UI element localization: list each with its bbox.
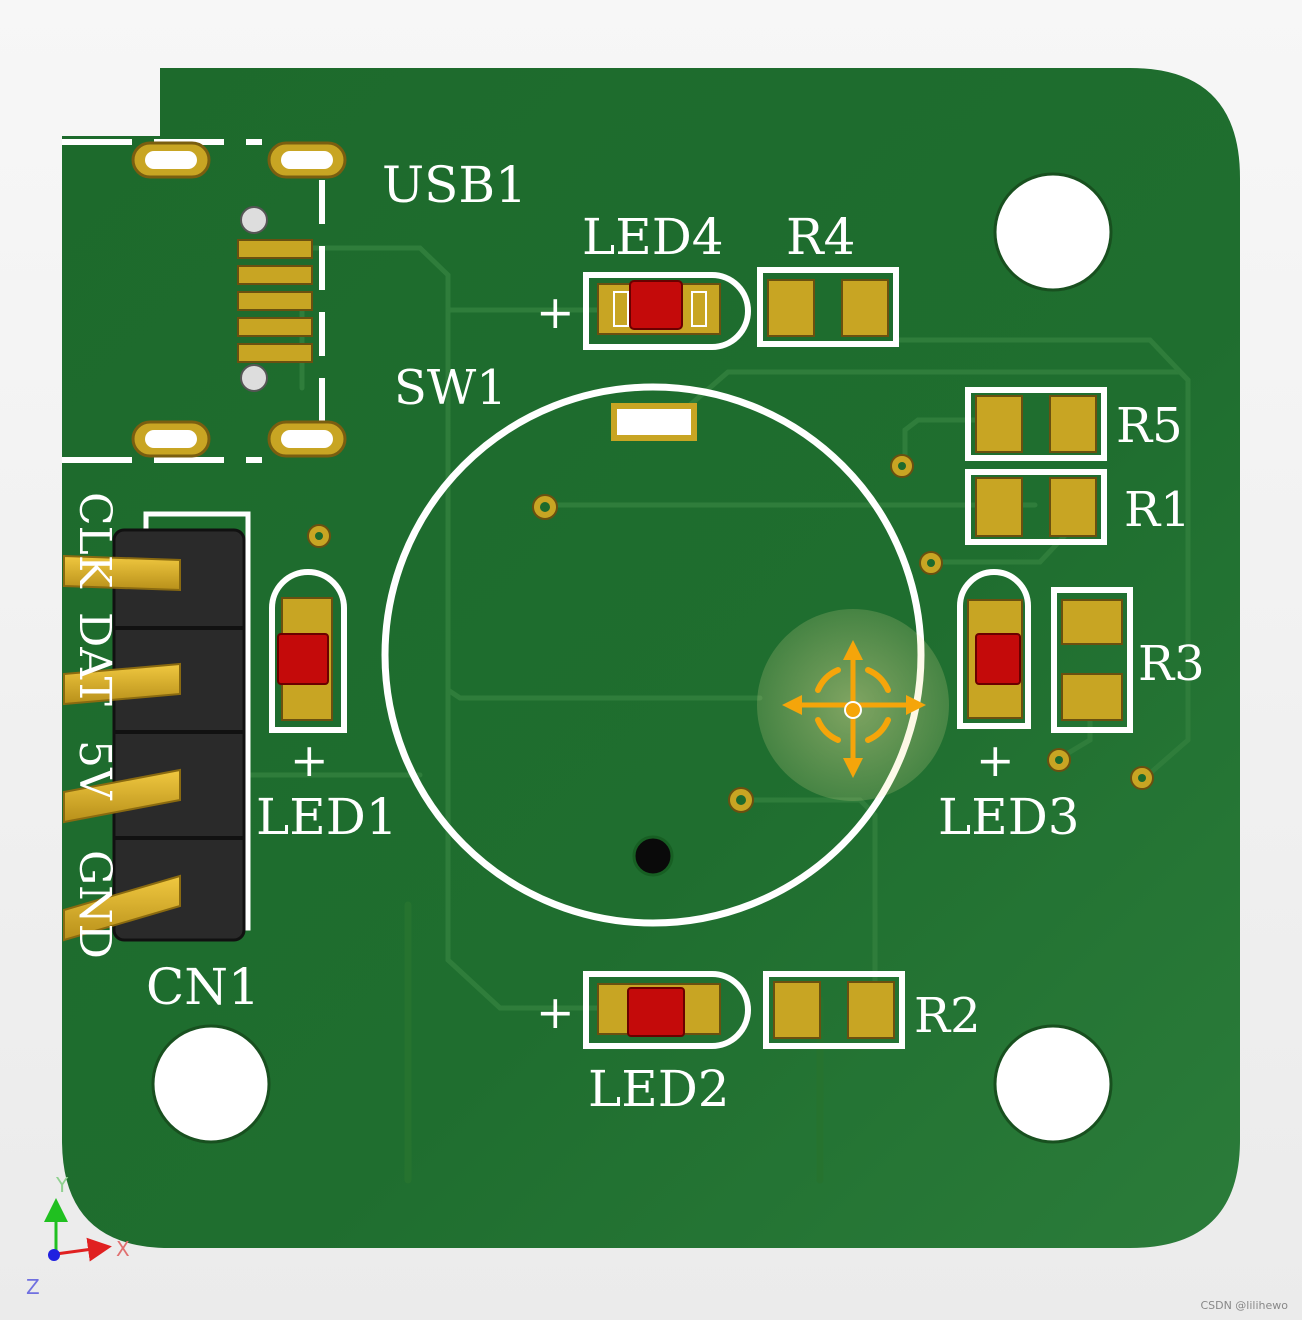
led1-footprint[interactable]	[269, 569, 347, 733]
label-r3: R3	[1138, 636, 1205, 692]
label-r4: R4	[786, 208, 855, 266]
r2-footprint[interactable]	[763, 971, 905, 1049]
led4-footprint[interactable]	[583, 272, 751, 350]
label-led2: LED2	[588, 1060, 730, 1118]
label-usb1: USB1	[382, 156, 527, 214]
r3-footprint[interactable]	[1051, 587, 1133, 733]
label-led2-plus: +	[536, 985, 575, 1039]
pin-label-5v: 5V	[69, 740, 120, 801]
r5-footprint[interactable]	[965, 387, 1107, 461]
label-led4: LED4	[582, 208, 724, 266]
axis-triad: Y X Z	[26, 1173, 130, 1299]
label-sw1: SW1	[394, 360, 507, 416]
mounting-hole	[151, 1024, 271, 1144]
pin-label-clk: CLK	[69, 492, 120, 589]
r1-footprint[interactable]	[965, 469, 1107, 545]
label-led1-plus: +	[290, 733, 329, 787]
label-r2: R2	[914, 988, 981, 1044]
cn1-header[interactable]	[63, 511, 251, 942]
usb1-connector[interactable]	[62, 139, 347, 463]
mounting-hole	[993, 1024, 1113, 1144]
label-r1: R1	[1124, 482, 1191, 538]
led2-footprint[interactable]	[583, 971, 751, 1049]
label-cn1: CN1	[146, 958, 260, 1016]
pin-label-dat: DAT	[69, 612, 120, 706]
axis-label-x: X	[116, 1237, 130, 1261]
watermark: CSDN @lilihewo	[1200, 1299, 1288, 1312]
cn1-pin-labels: CLK DAT 5V GND	[69, 492, 120, 959]
label-led3: LED3	[938, 788, 1080, 846]
label-led4-plus: +	[536, 285, 575, 339]
pcb-board	[62, 68, 1240, 1248]
axis-label-z: Z	[26, 1275, 40, 1299]
label-led3-plus: +	[976, 733, 1015, 787]
axis-label-y: Y	[55, 1173, 69, 1197]
mounting-holes	[151, 172, 1113, 1144]
silkscreen-labels: USB1 LED4 R4 + SW1 R5 R1 R3 + LED1 + LED…	[69, 156, 1205, 1118]
pin-label-gnd: GND	[69, 850, 120, 959]
copper-traces	[237, 245, 1191, 1184]
r4-footprint[interactable]	[757, 267, 899, 347]
label-led1: LED1	[256, 788, 398, 846]
mounting-hole	[993, 172, 1113, 292]
label-r5: R5	[1116, 398, 1183, 454]
move-gizmo[interactable]	[757, 609, 949, 801]
led3-footprint[interactable]	[957, 569, 1031, 729]
